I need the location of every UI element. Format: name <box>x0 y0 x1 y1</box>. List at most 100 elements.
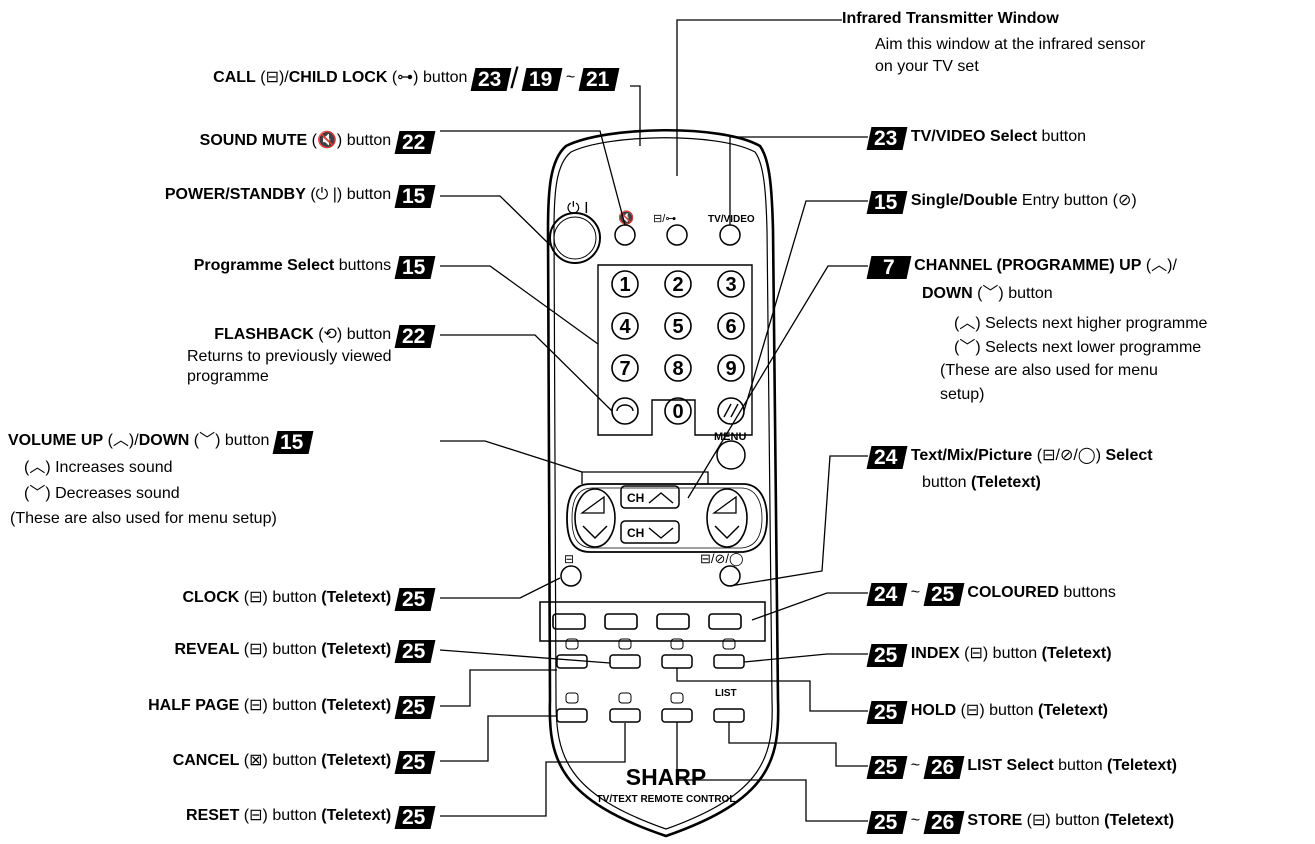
flashback-label: FLASHBACK (⟲) button 22 <box>214 325 436 348</box>
list-text: LIST <box>715 688 737 699</box>
yellow-button <box>656 613 690 630</box>
store-teletext-button <box>661 708 693 723</box>
hold-teletext-icon <box>670 638 684 650</box>
half-page-label: HALF PAGE (⊟) button (Teletext) 25 <box>148 696 436 719</box>
reset-teletext-button <box>609 708 641 723</box>
index-teletext-button <box>713 654 745 669</box>
index-label: 25 INDEX (⊟) button (Teletext) <box>866 644 1112 667</box>
digit-9-button <box>717 354 745 382</box>
volume-label: VOLUME UP (︿)/DOWN (﹀) button 15 <box>8 431 314 454</box>
mute-button <box>614 224 636 246</box>
programme-select-label: Programme Select buttons 15 <box>194 256 436 279</box>
model-text: TV/TEXT REMOTE CONTROL <box>597 794 736 805</box>
leader-line-9 <box>440 669 557 707</box>
volume-desc-2: (﹀) Decreases sound <box>24 485 180 502</box>
hold-teletext-button <box>661 654 693 669</box>
digit-4-button <box>611 312 639 340</box>
leader-line-20 <box>728 722 868 767</box>
reveal-teletext-button <box>609 654 641 669</box>
remote-body <box>546 128 780 838</box>
red-button <box>552 613 586 630</box>
call-child-lock-label: CALL (⊟)/CHILD LOCK (⊶) button 23/ 19 ~ … <box>213 64 620 94</box>
digit-7-text: 7 <box>619 358 630 380</box>
leader-line-2 <box>440 195 551 246</box>
leader-line-12 <box>676 19 842 176</box>
digit-2-button <box>664 270 692 298</box>
channel-label: 7 CHANNEL (PROGRAMME) UP (︿)/ <box>866 256 1177 279</box>
clock-button <box>560 565 582 587</box>
text-mix-button <box>719 565 741 587</box>
leader-line-16 <box>729 455 868 587</box>
leader-line-11 <box>440 723 626 817</box>
digit-8-text: 8 <box>672 358 683 380</box>
channel-desc-3: (These are also used for menu <box>940 362 1158 379</box>
leader-line-0 <box>630 85 641 146</box>
reveal-label: REVEAL (⊟) button (Teletext) 25 <box>174 640 436 663</box>
coloured-frame <box>539 601 766 642</box>
leader-line-3 <box>440 265 599 345</box>
brand-logo: SHARP <box>626 764 707 790</box>
tvvideo-text: TV/VIDEO <box>708 214 755 225</box>
reset-label: RESET (⊟) button (Teletext) 25 <box>186 806 436 829</box>
power-button <box>549 212 601 264</box>
ch-up-text: CH <box>627 491 644 505</box>
flashback-desc-1: Returns to previously viewed <box>187 348 392 365</box>
digit-8-button <box>664 354 692 382</box>
keypad-frame <box>597 264 753 436</box>
single-double-label: 15 Single/Double Entry button (⊘) <box>866 191 1137 214</box>
digit-4-text: 4 <box>619 316 631 338</box>
page-tag: 19 <box>521 68 563 91</box>
flashback-desc-2: programme <box>187 368 269 385</box>
digit-0-button <box>664 397 692 425</box>
volume-up-icon <box>580 495 605 514</box>
leader-line-17 <box>751 592 868 621</box>
leader-line-10 <box>440 715 557 762</box>
digit-9-text: 9 <box>725 358 736 380</box>
leader-line-4 <box>440 334 613 412</box>
tvvideo-button <box>719 224 741 246</box>
leader-line-18 <box>743 653 868 663</box>
leader-line-5 <box>440 440 583 484</box>
reveal-teletext-icon <box>618 638 632 650</box>
mute-icon: 🔇 <box>618 210 634 225</box>
clock-icon: ⊟ <box>564 552 574 566</box>
leader-line-7 <box>440 577 561 599</box>
infrared-desc-1: Aim this window at the infrared sensor <box>875 36 1146 53</box>
channel-desc-2: (﹀) Selects next lower programme <box>954 339 1202 356</box>
cancel-teletext-button <box>556 708 588 723</box>
single-double-icon <box>723 403 739 418</box>
digit-5-text: 5 <box>672 316 683 338</box>
reveal-teletext-icon <box>565 638 579 650</box>
index-teletext-icon <box>722 638 736 650</box>
leader-line-21 <box>676 722 868 822</box>
digit-5-button <box>664 312 692 340</box>
blue-button <box>708 613 742 630</box>
text-mix-label-line2: button (Teletext) <box>922 474 1041 491</box>
digit-0-text: 0 <box>672 401 683 423</box>
digit-6-button <box>717 312 745 340</box>
ch-down-button <box>620 520 680 544</box>
leader-line-8 <box>439 649 611 664</box>
sound-mute-label: SOUND MUTE (🔇) button 22 <box>200 131 436 154</box>
cancel-label: CANCEL (⊠) button (Teletext) 25 <box>173 751 436 774</box>
green-button <box>604 613 638 630</box>
digit-1-text: 1 <box>619 274 630 296</box>
cancel-teletext-icon <box>565 692 579 704</box>
digit-7-button <box>611 354 639 382</box>
clock-label: CLOCK (⊟) button (Teletext) 25 <box>182 588 436 611</box>
digit-3-text: 3 <box>725 274 736 296</box>
digit-3-button <box>717 270 745 298</box>
flashback-icon <box>616 404 634 412</box>
menu-button <box>716 440 746 470</box>
digit-6-text: 6 <box>725 316 736 338</box>
text-mix-picture-label: 24 Text/Mix/Picture (⊟/⊘/◯) Select <box>866 446 1153 469</box>
menu-text: MENU <box>714 431 746 443</box>
digit-1-button <box>611 270 639 298</box>
leader-line-6 <box>582 471 709 484</box>
leader-line-15 <box>687 265 868 499</box>
channel-rocker <box>706 488 748 548</box>
ch-up-button <box>620 485 680 509</box>
ch-down-text: CH <box>627 526 644 540</box>
remote-body-inner <box>553 137 773 830</box>
